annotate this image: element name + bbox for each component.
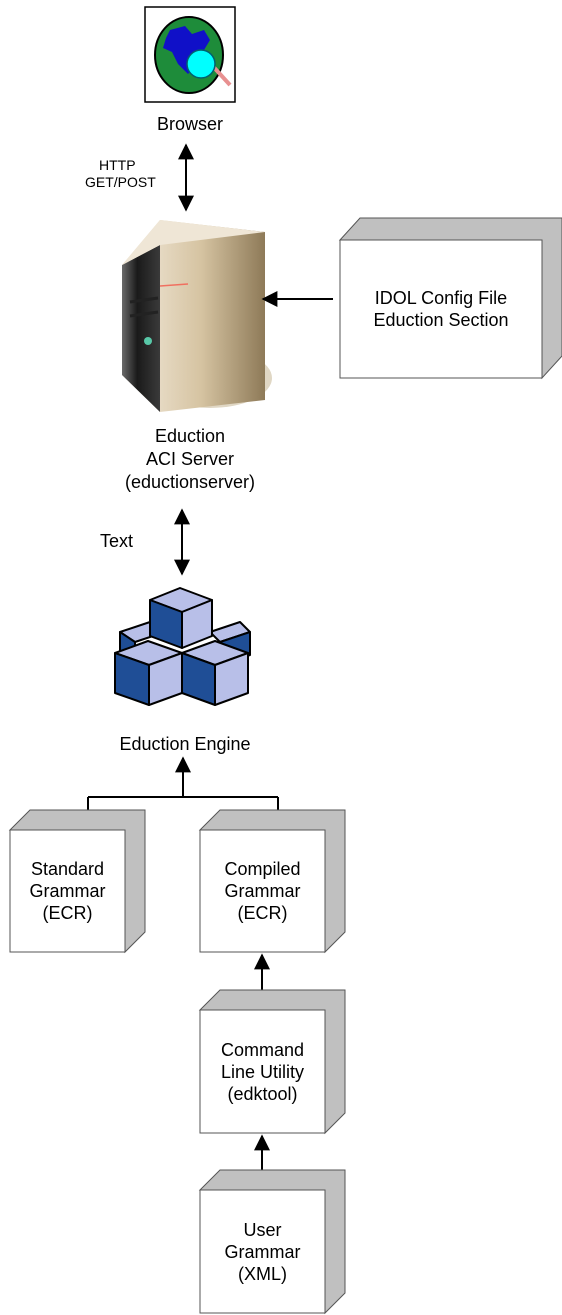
connector-grammars-engine (87, 756, 279, 810)
user-line1: User (243, 1219, 282, 1240)
standard-line1: Standard (30, 859, 105, 879)
compiled-grammar-text: Compiled Grammar (ECR) (200, 830, 325, 952)
compiled-line1: Compiled (224, 859, 301, 879)
user-grammar-box (198, 1169, 346, 1315)
server-line1: Eduction (154, 426, 226, 446)
command-line-utility-text: Command Line Utility (edktool) (200, 1010, 325, 1133)
standard-line3: (ECR) (42, 903, 93, 923)
user-line3: (XML) (238, 1263, 287, 1284)
cubes-icon (114, 587, 251, 706)
server-line2: ACI Server (145, 449, 235, 469)
http-label: HTTP GET/POST (85, 157, 165, 191)
compiled-grammar-box (198, 809, 346, 954)
user-line2: Grammar (224, 1241, 301, 1262)
browser-label: Browser (156, 114, 223, 134)
standard-line2: Grammar (29, 881, 106, 901)
server-line3: (eductionserver) (124, 472, 256, 492)
standard-grammar-box (8, 809, 146, 954)
compiled-line3: (ECR) (237, 903, 288, 923)
command-line-utility-box (198, 989, 346, 1135)
utility-line3: (edktool) (227, 1083, 298, 1104)
http-line1: HTTP (99, 157, 136, 173)
server-tower-icon (122, 220, 272, 412)
standard-grammar-text: Standard Grammar (ECR) (10, 830, 125, 952)
user-grammar-text: User Grammar (XML) (200, 1190, 325, 1313)
utility-line1: Command (220, 1039, 305, 1060)
engine-label: Eduction Engine (119, 734, 251, 754)
config-file-text: IDOL Config File Eduction Section (340, 240, 542, 378)
text-label: Text (100, 531, 134, 551)
server-label: Eduction ACI Server (eductionserver) (100, 425, 280, 494)
config-line2: Eduction Section (373, 310, 509, 330)
utility-line2: Line Utility (220, 1061, 305, 1082)
config-file-box (338, 217, 562, 380)
http-line2: GET/POST (85, 174, 156, 190)
globe-magnifier-icon (144, 6, 236, 103)
config-line1: IDOL Config File (374, 288, 508, 308)
compiled-line2: Grammar (224, 881, 301, 901)
